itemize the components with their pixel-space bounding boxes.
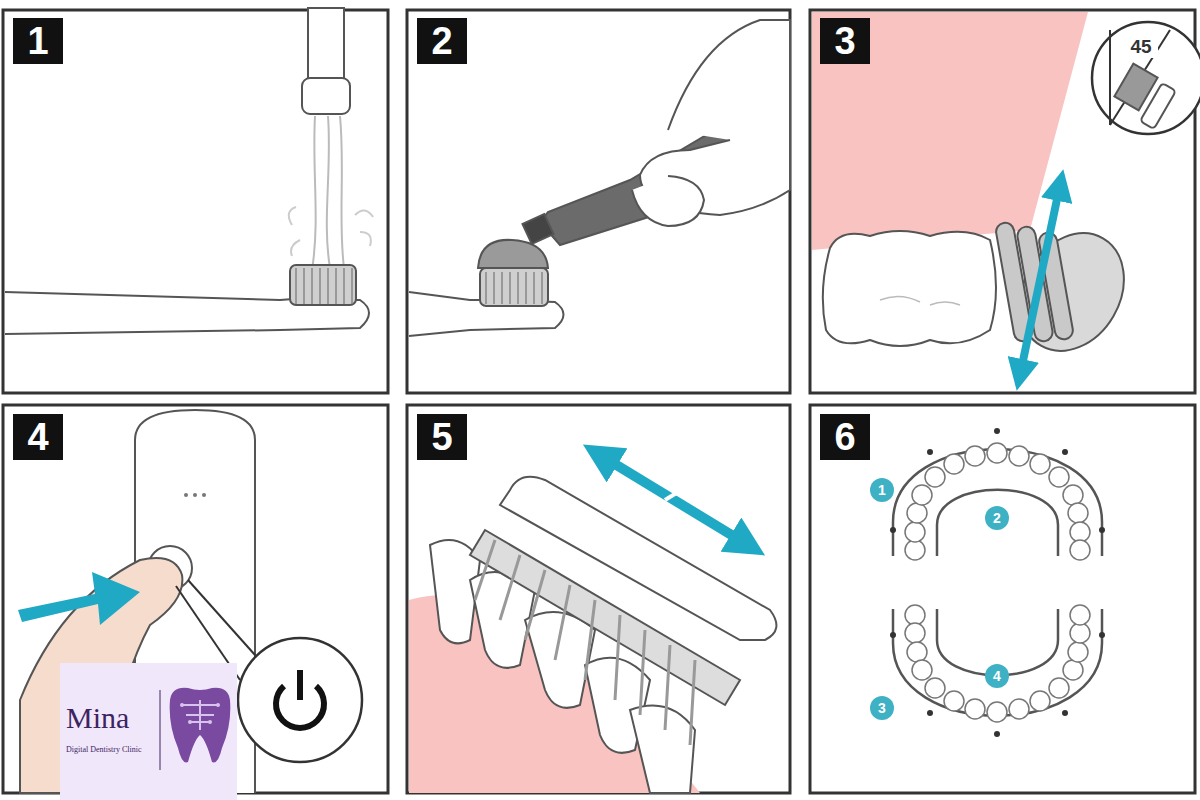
toothpaste-illustration — [409, 20, 790, 336]
clinic-logo — [60, 663, 237, 800]
dental-arches — [890, 428, 1105, 737]
callout-number: 4 — [985, 664, 1009, 688]
logo-subtitle: Digital Dentistry Clinic — [66, 742, 158, 756]
step-number: 3 — [820, 18, 870, 64]
callout-number: 3 — [870, 696, 894, 720]
angle-value: 45 — [1124, 36, 1158, 58]
step-number: 1 — [13, 18, 63, 64]
angle-illustration — [812, 12, 1200, 375]
callout-number: 1 — [870, 478, 894, 502]
step-number: 2 — [417, 18, 467, 64]
step-number: 6 — [820, 414, 870, 460]
rinse-illustration — [5, 8, 373, 334]
step-number: 5 — [417, 414, 467, 460]
step-number: 4 — [13, 414, 63, 460]
callout-number: 2 — [985, 506, 1009, 530]
brushing-illustration — [409, 455, 776, 793]
logo-name: Mina — [66, 698, 158, 738]
